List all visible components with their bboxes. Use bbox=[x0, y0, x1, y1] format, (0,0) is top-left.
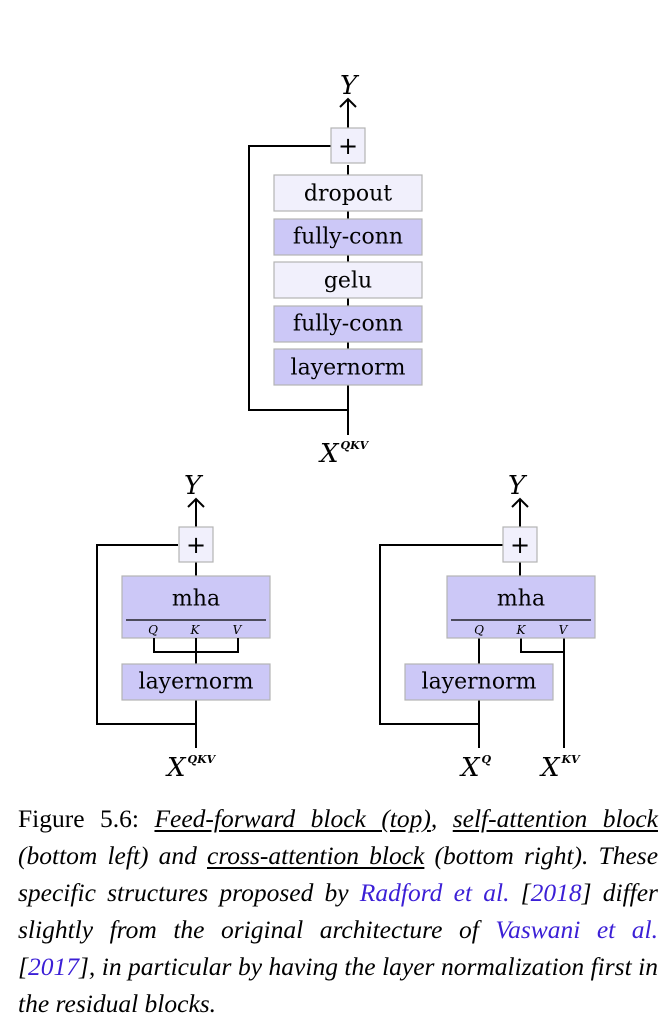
ff-layer-fully-conn-1 bbox=[273, 305, 423, 343]
caption-text: ], in particular by having the layer nor… bbox=[18, 952, 658, 1018]
ca-arrowhead bbox=[511, 497, 529, 508]
sa-port-q: Q bbox=[148, 623, 158, 637]
sa-add-node bbox=[178, 526, 214, 563]
architecture-diagram: Y + dropout fully-conn gelu fully-conn l… bbox=[96, 71, 596, 783]
ca-k-line bbox=[520, 638, 564, 653]
sa-arrowhead bbox=[187, 497, 205, 508]
caption-ff: Feed-forward block (top) bbox=[154, 804, 431, 833]
ca-add-node bbox=[502, 526, 538, 563]
ff-layer-layernorm bbox=[273, 348, 423, 386]
caption-prefix: Figure 5.6: bbox=[18, 804, 155, 833]
citation-radford-link[interactable]: Radford et al. bbox=[359, 878, 510, 907]
ff-layer-label: fully-conn bbox=[293, 225, 403, 250]
ff-layer-label: gelu bbox=[324, 269, 372, 294]
ff-add-symbol: + bbox=[338, 132, 358, 160]
caption-comma: , bbox=[430, 804, 453, 833]
caption-text: (bottom left) and bbox=[18, 841, 207, 870]
sa-port-k: K bbox=[190, 623, 201, 637]
sa-mha-label: mha bbox=[172, 587, 220, 612]
citation-vaswani-link[interactable]: Vaswani et al. bbox=[495, 915, 658, 944]
ca-layernorm-box bbox=[404, 663, 554, 701]
sa-layernorm-box bbox=[121, 663, 271, 701]
citation-radford-year-link[interactable]: 2018 bbox=[530, 878, 582, 907]
ff-layer-label: fully-conn bbox=[293, 312, 403, 337]
figure-caption: Figure 5.6: Feed-forward block (top), se… bbox=[18, 800, 658, 1022]
ca-mha-box bbox=[446, 575, 596, 639]
caption-ca: cross-attention block bbox=[207, 841, 425, 870]
ca-residual-line bbox=[379, 544, 503, 725]
ca-port-k: K bbox=[516, 623, 527, 637]
ca-port-q: Q bbox=[474, 623, 484, 637]
ca-mha-label: mha bbox=[497, 587, 545, 612]
sa-add-symbol: + bbox=[186, 531, 206, 559]
ff-layer-fully-conn-2 bbox=[273, 218, 423, 256]
ff-layer-label: layernorm bbox=[291, 356, 406, 381]
caption-bracket: [ bbox=[18, 952, 28, 981]
ff-arrowhead bbox=[339, 97, 357, 108]
sa-output-label: Y bbox=[184, 471, 204, 501]
ff-layer-label: dropout bbox=[304, 182, 392, 207]
citation-vaswani-year-link[interactable]: 2017 bbox=[27, 952, 79, 981]
sa-mha-box bbox=[121, 575, 271, 639]
caption-sa: self-attention block bbox=[452, 804, 658, 833]
ca-add-symbol: + bbox=[510, 531, 530, 559]
caption-text: ] differ slightly from the original arch… bbox=[18, 878, 658, 944]
ff-layer-dropout bbox=[273, 174, 423, 212]
ff-residual-line bbox=[248, 145, 348, 411]
sa-layernorm-label: layernorm bbox=[139, 670, 254, 695]
ff-layer-gelu bbox=[273, 261, 423, 299]
ca-layernorm-label: layernorm bbox=[422, 670, 537, 695]
ca-output-label: Y bbox=[508, 471, 528, 501]
feed-forward-block: Y + dropout fully-conn gelu fully-conn l… bbox=[248, 71, 423, 469]
sa-port-v: V bbox=[233, 623, 243, 637]
caption-text: (bottom right). These specific structure… bbox=[18, 841, 659, 907]
sa-residual-line bbox=[96, 544, 196, 725]
ca-port-v: V bbox=[559, 623, 569, 637]
caption-bracket: [ bbox=[509, 878, 531, 907]
ff-add-node bbox=[330, 127, 366, 164]
ff-output-label: Y bbox=[340, 71, 360, 101]
